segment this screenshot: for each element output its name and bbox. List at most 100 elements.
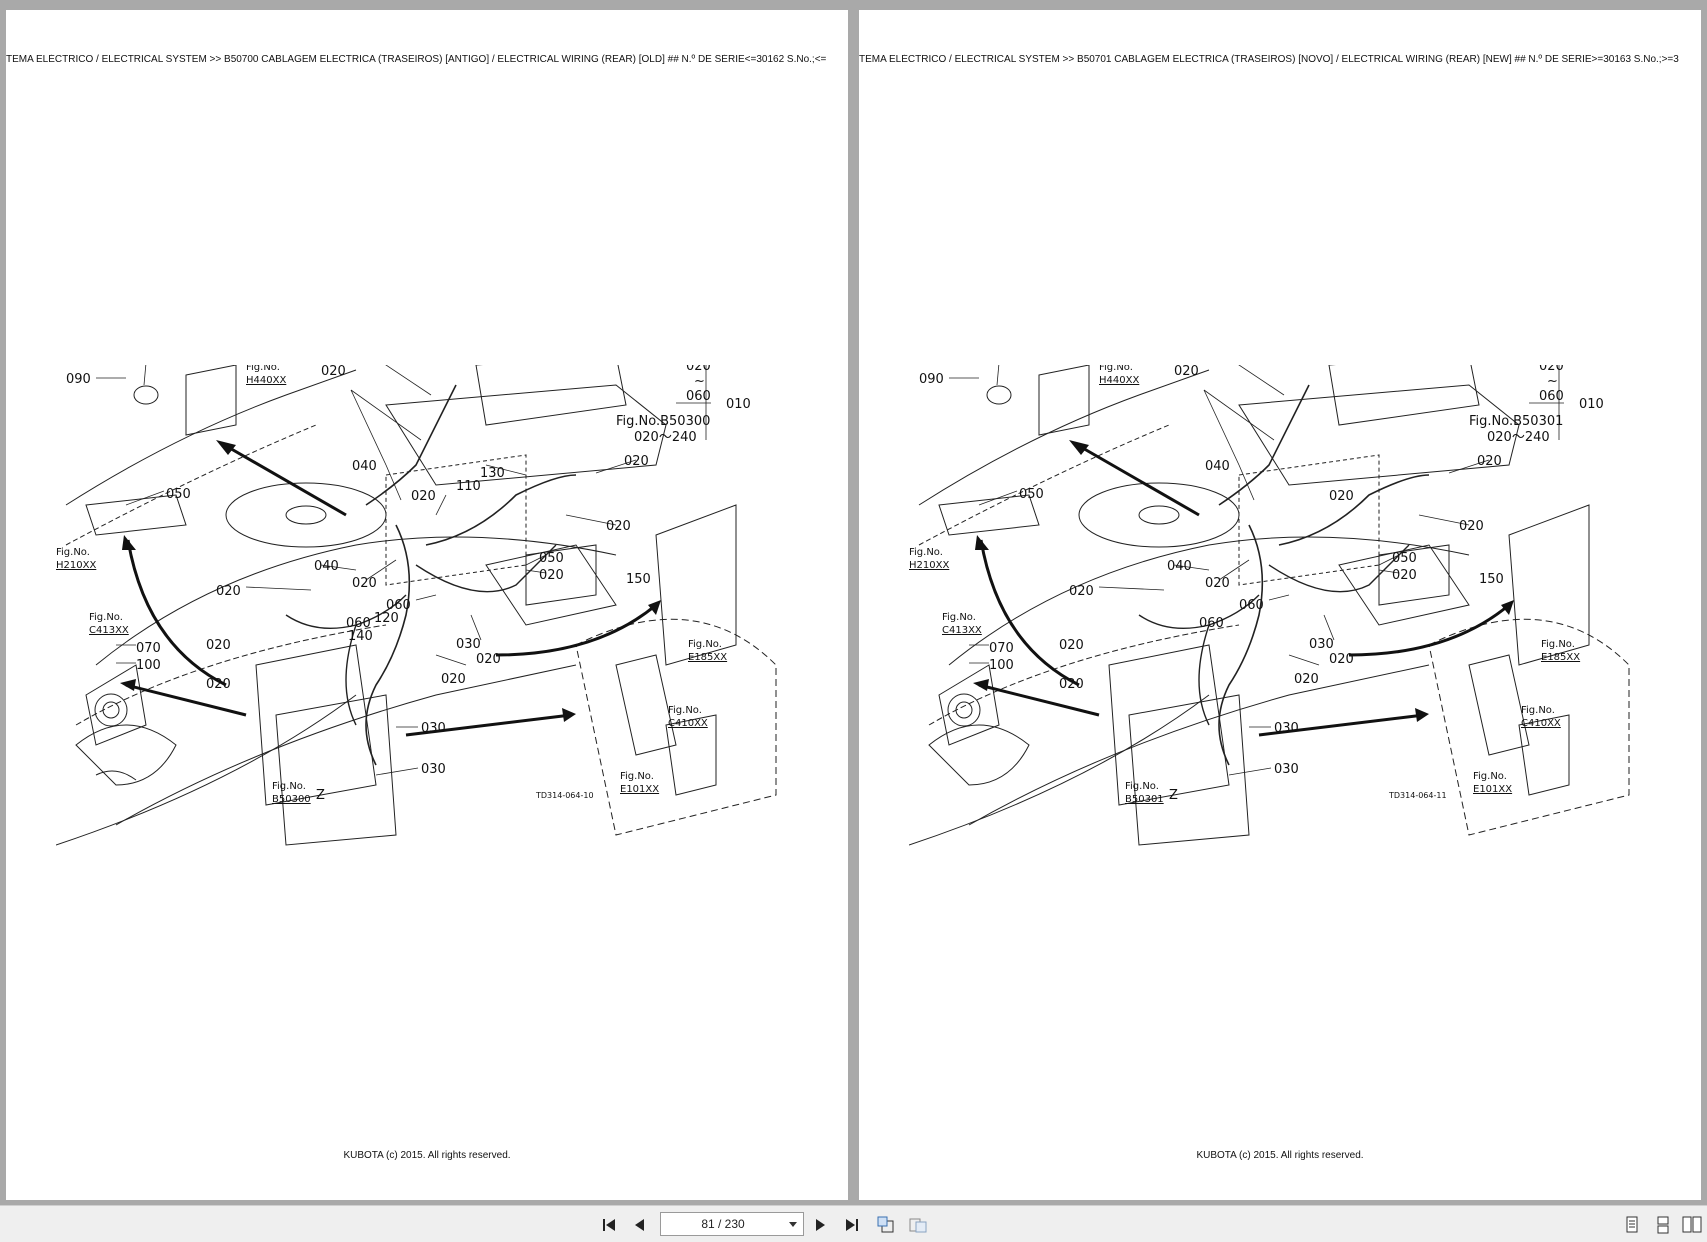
callout-150: 150 [1479,572,1504,587]
callout-050: 050 [539,551,564,566]
wiring-diagram-svg: 080 090 020 020 020 ~ 060 010 040 020 02… [909,365,1630,846]
fig-e185: E185XX [688,652,727,663]
callout-070: 070 [136,641,161,656]
callout-050: 050 [166,487,191,502]
page-number-select[interactable]: 81 / 230 [660,1212,804,1236]
fig-c413: C413XX [89,625,129,636]
callout-060: 060 [346,616,371,631]
fig-main: Fig.No.B50301 [1469,414,1563,429]
last-page-button[interactable] [840,1214,864,1236]
callout-040: 040 [1167,559,1192,574]
next-page-button[interactable] [808,1214,832,1236]
parts-diagram: 080 090 020 020 020 ~ 060 010 040 020 02… [909,365,1659,875]
fig-label: Fig.No. [246,365,280,373]
first-page-button[interactable] [597,1214,621,1236]
callout-140: 140 [348,629,373,644]
document-viewer: TEMA ELÉCTRICO / ELECTRICAL SYSTEM >> B5… [6,10,1701,1200]
fig-c413: C413XX [942,625,982,636]
page-footer: KUBOTA (c) 2015. All rights reserved. [1196,1150,1364,1161]
fig-label: Fig.No. [272,781,306,792]
fig-h440: H440XX [1099,375,1139,386]
fig-corner: B50300 [272,794,311,805]
callout-020: 020 [1539,365,1564,374]
fig-label: Fig.No. [688,639,722,650]
callout-020: 020 [1059,638,1084,653]
callout-020: 020 [1477,454,1502,469]
callout-020: 020 [411,489,436,504]
page-header: TEMA ELÉCTRICO / ELECTRICAL SYSTEM >> B5… [859,54,1679,65]
callout-150: 150 [626,572,651,587]
fig-label: Fig.No. [668,705,702,716]
fig-main-range: 020～240 [1487,430,1550,445]
callout-030: 030 [1274,762,1299,777]
fig-label: Fig.No. [942,612,976,623]
callout-020: 020 [1294,672,1319,687]
fig-label: Fig.No. [620,771,654,782]
fig-e185: E185XX [1541,652,1580,663]
callout-050: 050 [1392,551,1417,566]
page-right: TEMA ELÉCTRICO / ELECTRICAL SYSTEM >> B5… [859,10,1701,1200]
callout-100: 100 [136,658,161,673]
fig-label: Fig.No. [1541,639,1575,650]
fig-label: Fig.No. [1473,771,1507,782]
callout-020: 020 [476,652,501,667]
callout-030: 030 [1274,721,1299,736]
fig-h210: H210XX [56,560,96,571]
prev-page-button[interactable] [628,1214,652,1236]
callout-060: 060 [1539,389,1564,404]
callout-030: 030 [421,721,446,736]
two-page-icon [1682,1216,1702,1233]
fig-c410: C410XX [668,718,708,729]
callout-060: 060 [386,598,411,613]
parts-diagram: 080 090 020 020 020 ~ 060 010 040 020 11… [56,365,806,875]
callout-050: 050 [1019,487,1044,502]
wiring-diagram-svg: 080 090 020 020 020 ~ 060 010 040 020 11… [56,365,777,846]
callout-020: 020 [321,365,346,379]
fig-label: Fig.No. [1125,781,1159,792]
first-page-icon [603,1219,615,1231]
callout-020: 020 [1459,519,1484,534]
page-left: TEMA ELÉCTRICO / ELECTRICAL SYSTEM >> B5… [6,10,848,1200]
fig-label: Fig.No. [1521,705,1555,716]
callout-070: 070 [989,641,1014,656]
continuous-view-button[interactable] [1651,1214,1675,1236]
callout-020: 020 [206,677,231,692]
drawing-code: TD314-064-11 [1388,791,1447,800]
fig-e101: E101XX [620,784,659,795]
callout-130: 130 [480,466,505,481]
callout-020: 020 [1069,584,1094,599]
callout-010: 010 [726,397,751,412]
chevron-down-icon [789,1222,797,1227]
fig-main-range: 020～240 [634,430,697,445]
drawing-code: TD314-064-10 [535,791,594,800]
callout-060: 060 [686,389,711,404]
fig-c410: C410XX [1521,718,1561,729]
callout-090: 090 [66,372,91,387]
callout-040: 040 [352,459,377,474]
page-indicator: 81 / 230 [701,1217,745,1231]
callout-z: Z [1169,788,1178,803]
compare-view-button[interactable] [906,1214,930,1236]
rotate-view-button[interactable] [874,1214,898,1236]
callout-020: 020 [539,568,564,583]
fig-label: Fig.No. [1099,365,1133,373]
callout-040: 040 [314,559,339,574]
callout-120: 120 [374,611,399,626]
rotate-icon [877,1216,894,1233]
callout-020: 020 [1329,652,1354,667]
single-page-icon [1626,1216,1638,1233]
callout-020: 020 [1059,677,1084,692]
callout-020: 020 [1205,576,1230,591]
fig-main: Fig.No.B50300 [616,414,710,429]
navigation-toolbar: 81 / 230 [0,1205,1707,1242]
callout-020: 020 [352,576,377,591]
single-page-view-button[interactable] [1620,1214,1644,1236]
callout-030: 030 [456,637,481,652]
callout-z: Z [316,788,325,803]
callout-020: 020 [624,454,649,469]
callout-020: 020 [206,638,231,653]
callout-100: 100 [989,658,1014,673]
fig-h440: H440XX [246,375,286,386]
callout-tilde: ~ [1547,374,1558,389]
two-page-view-button[interactable] [1680,1214,1704,1236]
